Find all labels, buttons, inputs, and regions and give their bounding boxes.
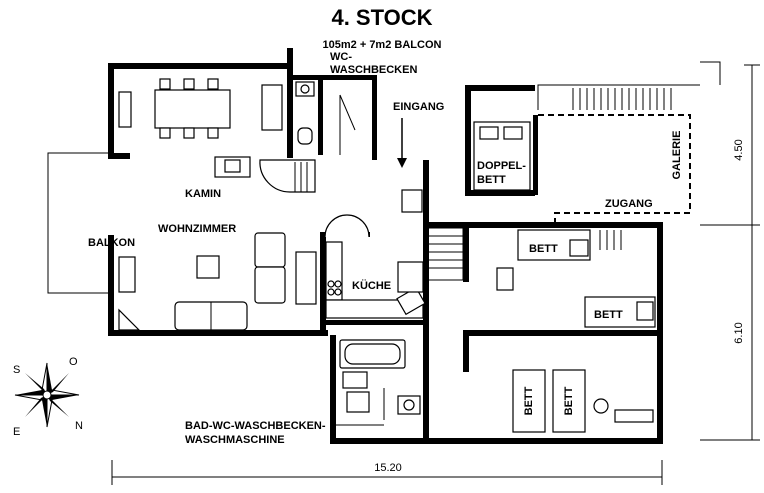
sideboard <box>118 91 132 128</box>
kitchen-fixtures <box>324 214 426 319</box>
dining-table <box>154 78 231 139</box>
sofa-right <box>254 232 286 304</box>
label-wc-2: WASCHBECKEN <box>330 64 417 76</box>
label-wc: WC- <box>330 51 352 63</box>
label-bett-4: BETT <box>563 386 575 415</box>
label-zugang: ZUGANG <box>605 198 653 210</box>
compass-rose: S O N E <box>13 356 83 438</box>
balcony-furniture <box>118 256 136 293</box>
compass-n: N <box>75 420 83 432</box>
dimension-bottom: 15.20 <box>111 460 663 485</box>
exterior-walls <box>108 48 663 444</box>
label-bett-3: BETT <box>523 386 535 415</box>
entry-arrow <box>397 118 407 168</box>
bedroom-right-furniture <box>517 229 656 328</box>
label-bad: BAD-WC-WASCHBECKEN- <box>185 420 326 432</box>
label-kueche: KÜCHE <box>352 279 391 292</box>
label-bad-2: WASCHMASCHINE <box>185 434 285 446</box>
dim-upper: 4.50 <box>733 139 745 160</box>
balcony-outline <box>47 152 110 294</box>
label-balkon: BALKON <box>88 237 135 249</box>
compass-o: O <box>69 356 78 368</box>
label-bett-1: BETT <box>529 243 558 255</box>
stairs-upper <box>537 61 721 110</box>
doppelbett <box>473 121 531 191</box>
label-wohnzimmer: WOHNZIMMER <box>158 223 236 235</box>
side-table <box>295 251 317 305</box>
label-doppelbett: DOPPEL- <box>477 160 526 172</box>
bedroom-bottom-furniture <box>512 369 654 433</box>
bathroom-fixtures <box>339 339 421 420</box>
entry-closet <box>401 189 423 213</box>
fireplace-stairs <box>214 156 316 193</box>
label-bett-2: BETT <box>594 309 623 321</box>
floor-subtitle: 105m2 + 7m2 BALCON <box>323 39 442 51</box>
coffee-table <box>196 255 220 279</box>
dimension-right: 4.50 6.10 <box>700 64 760 441</box>
stairs-hall <box>424 227 464 281</box>
label-eingang: EINGANG <box>393 101 444 113</box>
label-galerie: GALERIE <box>671 131 683 180</box>
label-kamin: KAMIN <box>185 188 221 200</box>
gallery-edge <box>538 114 691 228</box>
compass-s: S <box>13 364 20 376</box>
compass-e: E <box>13 426 20 438</box>
sofa-bottom <box>174 301 248 331</box>
cabinet <box>261 84 283 131</box>
label-doppelbett-2: BETT <box>477 174 506 186</box>
corner-table <box>118 308 141 331</box>
floor-title: 4. STOCK <box>331 5 432 30</box>
hall-sink <box>496 267 514 291</box>
dim-lower: 6.10 <box>733 322 745 343</box>
wc-fixtures <box>295 81 356 155</box>
dim-width: 15.20 <box>374 462 402 474</box>
